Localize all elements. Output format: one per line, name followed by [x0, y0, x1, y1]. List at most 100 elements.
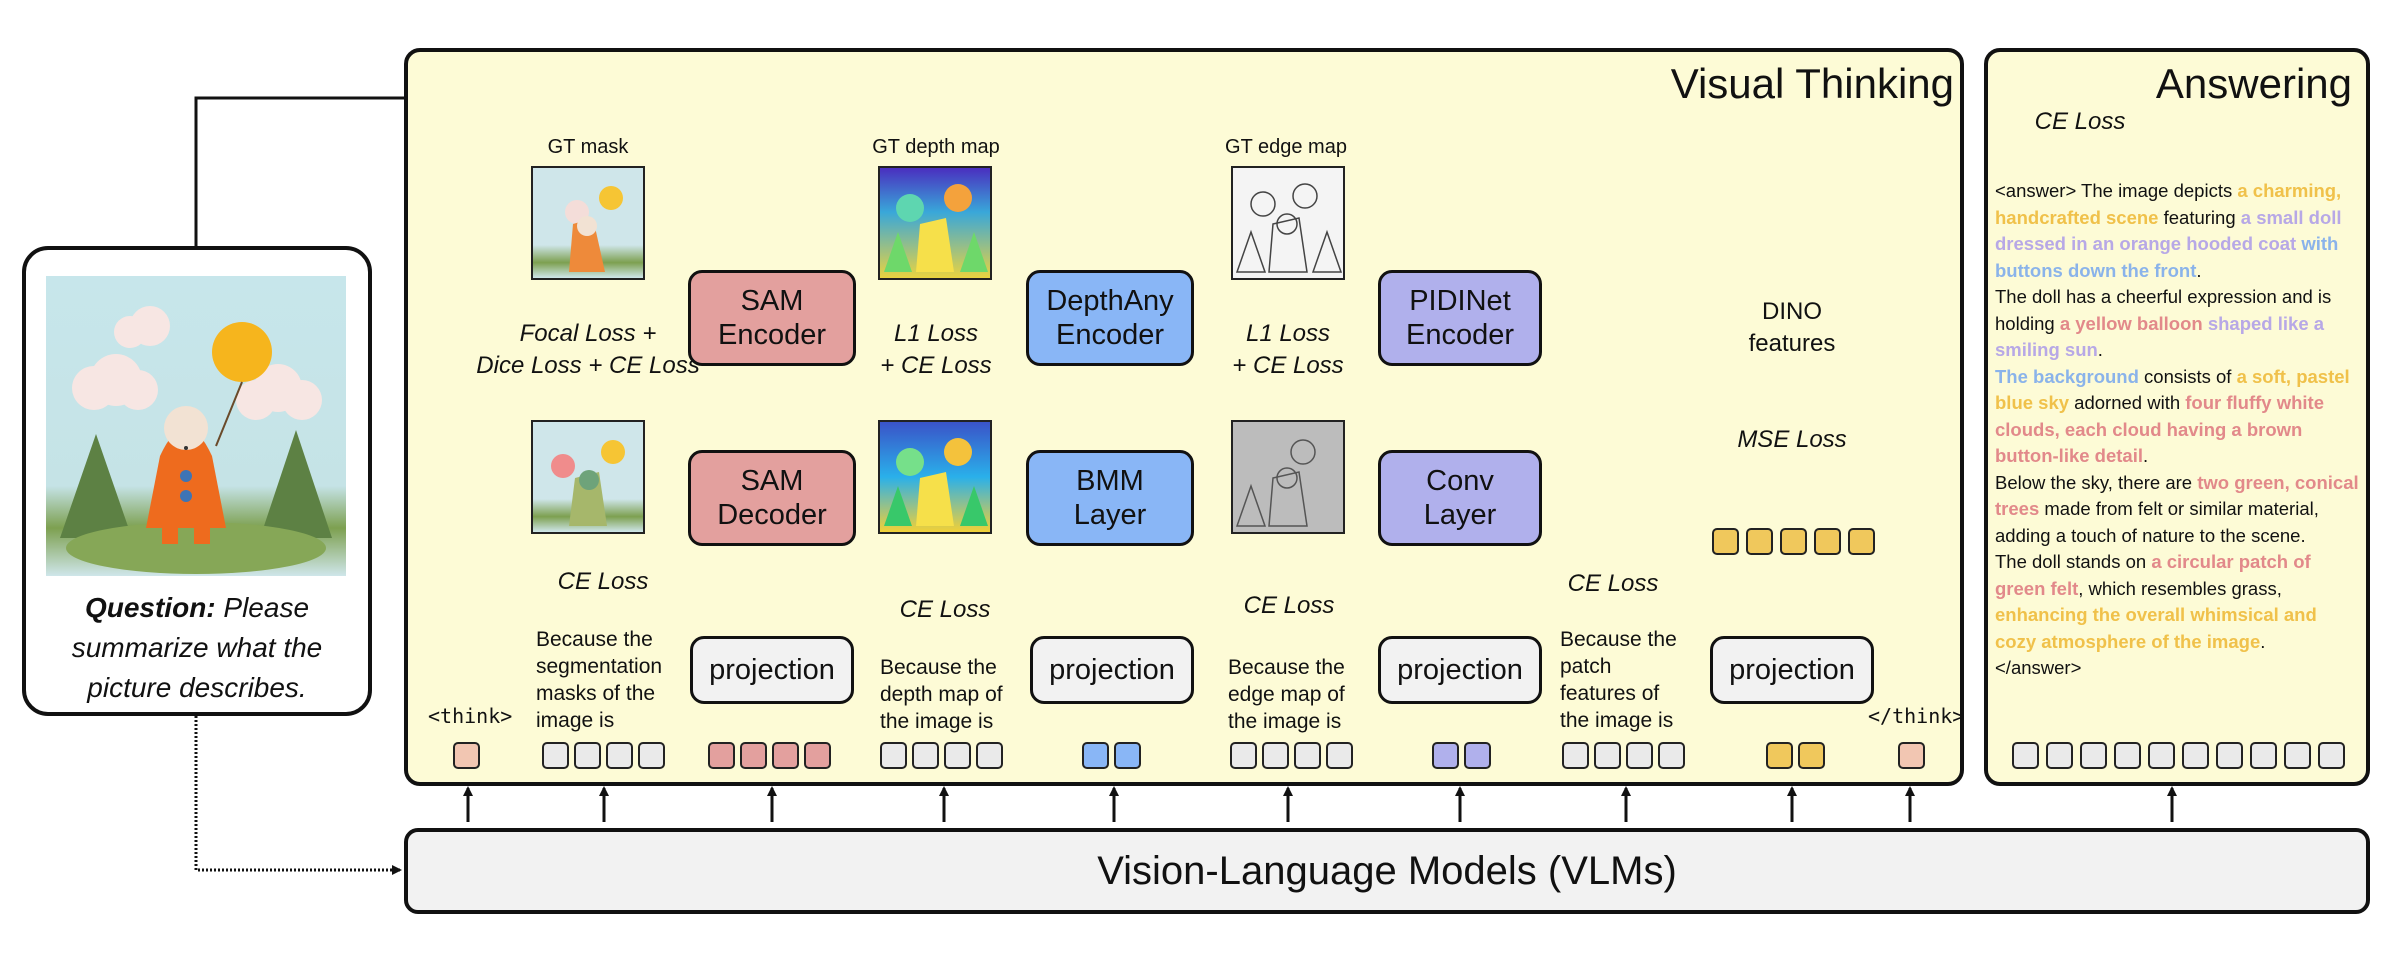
answer-highlight: a small doll dressed in an orange hooded… [1995, 206, 2342, 255]
question-box: Question: Please summarize what the pict… [22, 246, 372, 716]
depthany-encoder: DepthAny Encoder [1026, 270, 1194, 366]
sam-thought-text: Because the segmentation masks of the im… [536, 628, 663, 732]
answer-paragraph: Below the sky, there are two green, coni… [1995, 470, 2363, 550]
answer-ce-loss: CE Loss [2034, 108, 2126, 135]
edge-token [1432, 742, 1459, 769]
dino-feature-tokens [1712, 528, 1878, 556]
answer-span: adorned with [2069, 392, 2186, 413]
text-token [638, 742, 665, 769]
answer-highlight: with buttons down the front [1995, 233, 2339, 281]
edge-output-image [1231, 420, 1345, 534]
token [1814, 528, 1841, 555]
answer-token [2284, 742, 2311, 769]
edge-projection: projection [1378, 636, 1542, 704]
text-token [1562, 742, 1589, 769]
depth-top-loss: L1 Loss + CE Loss [880, 320, 992, 379]
answer-token [2114, 742, 2141, 769]
depth-output-image [878, 420, 992, 534]
answer-token [2046, 742, 2073, 769]
gt-mask-label: GT mask [547, 136, 629, 158]
answering-panel [1984, 48, 2370, 786]
answer-span: consists of [2138, 365, 2237, 387]
answer-paragraph: <answer> The image depicts a charming, h… [1995, 178, 2363, 284]
question-text: Question: Please summarize what the pict… [26, 588, 368, 708]
sam-token [804, 742, 831, 769]
think-open-tag: <think> [428, 704, 513, 728]
text-token [1294, 742, 1321, 769]
answer-token [2080, 742, 2107, 769]
edge-thought-text: Because the edge map of the image is [1228, 656, 1345, 733]
answer-span: The doll stands on [1995, 551, 2152, 572]
answer-highlight: enhancing the overall whimsical and cozy… [1995, 604, 2317, 652]
answer-token [2216, 742, 2243, 769]
depth-ce-loss: CE Loss [899, 596, 991, 623]
token [1848, 528, 1875, 555]
text-token [944, 742, 971, 769]
answer-highlight: shaped like a smiling sun [1995, 312, 2325, 361]
sam-token [772, 742, 799, 769]
edge-ce-loss: CE Loss [1243, 592, 1335, 619]
answer-token [2012, 742, 2039, 769]
answer-span: </answer> [1995, 657, 2082, 678]
dino-token [1766, 742, 1793, 769]
dino-thought-text: Because the patch features of the image … [1560, 628, 1677, 732]
answer-span: Below the sky, there are [1995, 471, 2198, 493]
gt-depth-image [878, 166, 992, 280]
input-image [46, 276, 346, 576]
text-token [1326, 742, 1353, 769]
answer-highlight: a charming, handcrafted scene [1995, 180, 2342, 228]
dino-token [1798, 742, 1825, 769]
answer-paragraph: The doll stands on a circular patch of g… [1995, 549, 2363, 655]
gt-edge-label: GT edge map [1225, 136, 1347, 158]
dino-projection: projection [1710, 636, 1874, 704]
bmm-layer: BMM Layer [1026, 450, 1194, 546]
gt-mask-image [531, 166, 645, 280]
answer-span: . [2097, 339, 2103, 360]
answer-token [2148, 742, 2175, 769]
answer-highlight: a circular patch of green felt [1995, 551, 2311, 599]
text-token [1658, 742, 1685, 769]
answer-text: <answer> The image depicts a charming, h… [1995, 178, 2363, 682]
depth-projection: projection [1030, 636, 1194, 704]
mse-loss: MSE Loss [1737, 426, 1847, 453]
gt-edge-image [1231, 166, 1345, 280]
answer-span: <answer> The image depicts [1995, 180, 2238, 201]
question-label: Question: [84, 592, 216, 623]
sam-token [708, 742, 735, 769]
text-token [1594, 742, 1621, 769]
sam-mask-output [531, 420, 645, 534]
think-token [453, 742, 480, 769]
answer-highlight: a soft, pastel blue sky [1995, 365, 2350, 414]
answer-paragraph: The doll has a cheerful expression and i… [1995, 284, 2363, 364]
text-token [1230, 742, 1257, 769]
answer-token [2250, 742, 2277, 769]
text-token [880, 742, 907, 769]
answer-span: featuring [2158, 206, 2241, 228]
depth-token [1114, 742, 1141, 769]
answer-highlight: a yellow balloon [2059, 312, 2203, 334]
doll-illustration [60, 306, 332, 574]
sam-projection: projection [690, 636, 854, 704]
text-token [542, 742, 569, 769]
answer-span: . [2260, 630, 2266, 652]
answer-paragraph: The background consists of a soft, paste… [1995, 364, 2363, 470]
sam-ce-loss: CE Loss [557, 568, 649, 595]
question-body: Please summarize what the picture descri… [71, 592, 323, 703]
text-token [1262, 742, 1289, 769]
vlm-bar: Vision-Language Models (VLMs) [404, 828, 2370, 914]
dino-features-label: DINO features [1748, 298, 1836, 357]
depth-thought-text: Because the depth map of the image is [880, 656, 1003, 733]
token [1780, 528, 1807, 555]
text-token [606, 742, 633, 769]
think-close-tag: </think> [1868, 704, 1965, 728]
text-token [1626, 742, 1653, 769]
sam-top-loss: Focal Loss + Dice Loss + CE Loss [476, 320, 700, 379]
pidinet-encoder: PIDINet Encoder [1378, 270, 1542, 366]
answer-span: , which resembles grass, [2078, 577, 2282, 599]
depth-token [1082, 742, 1109, 769]
edge-token [1464, 742, 1491, 769]
sam-token [740, 742, 767, 769]
gt-depth-label: GT depth map [872, 136, 1000, 158]
answer-paragraph: </answer> [1995, 655, 2363, 682]
token [1712, 528, 1739, 555]
